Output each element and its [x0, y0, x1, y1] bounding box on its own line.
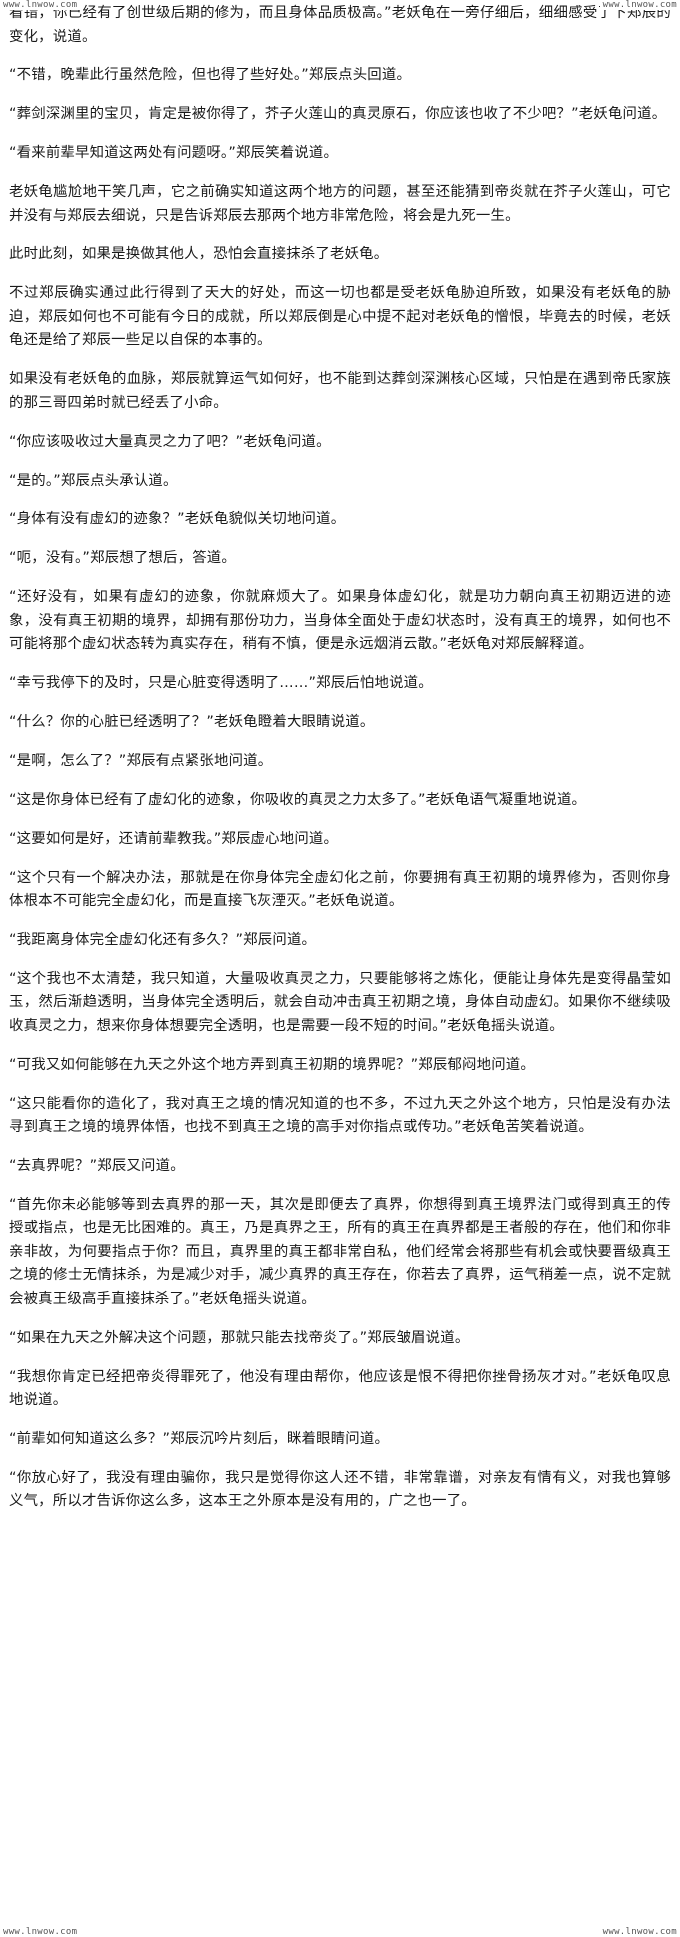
paragraph: 老妖龟尴尬地干笑几声，它之前确实知道这两个地方的问题，甚至还能猜到帝炎就在芥子火… — [9, 184, 671, 224]
paragraph: “身体有没有虚幻的迹象？”老妖龟貌似关切地问道。 — [9, 511, 346, 528]
document-body: 看错，你已经有了创世级后期的修为，而且身体品质极高。”老妖龟在一旁仔细后，细细感… — [9, 0, 671, 1529]
paragraph: “去真界呢？”郑辰又问道。 — [9, 1157, 185, 1174]
paragraph: 看错，你已经有了创世级后期的修为，而且身体品质极高。”老妖龟在一旁仔细后，细细感… — [9, 5, 671, 45]
paragraph: 如果没有老妖龟的血脉，郑辰就算运气如何好，也不能到达葬剑深渊核心区域，只怕是在遇… — [9, 371, 671, 411]
paragraph: “什么？你的心脏已经透明了？”老妖龟瞪着大眼睛说道。 — [9, 713, 375, 730]
paragraph: “看来前辈早知道这两处有问题呀。”郑辰笑着说道。 — [9, 145, 339, 162]
watermark-bottom-left: www.lnwow.com — [0, 1927, 81, 1937]
paragraph: “幸亏我停下的及时，只是心脏变得透明了……”郑辰后怕地说道。 — [9, 675, 433, 692]
paragraph: “首先你未必能够等到去真界的那一天，其次是即便去了真界，你想得到真王境界法门或得… — [9, 1196, 671, 1307]
watermark-bottom-right: www.lnwow.com — [599, 1927, 680, 1937]
paragraph: “这个我也不太清楚，我只知道，大量吸收真灵之力，只要能够将之炼化，便能让身体先是… — [9, 970, 671, 1034]
watermark-top-left: www.lnwow.com — [0, 0, 81, 10]
paragraph: “呃，没有。”郑辰想了想后，答道。 — [9, 550, 236, 567]
paragraph: “我想你肯定已经把帝炎得罪死了，他没有理由帮你，他应该是恨不得把你挫骨扬灰才对。… — [9, 1368, 671, 1409]
paragraph: “这个只有一个解决办法，那就是在你身体完全虚幻化之前，你要拥有真王初期的境界修为… — [9, 869, 671, 910]
paragraph: “是啊，怎么了？”郑辰有点紧张地问道。 — [9, 752, 273, 769]
paragraph: “这只能看你的造化了，我对真王之境的情况知道的也不多，不过九天之外这个地方，只怕… — [9, 1095, 671, 1136]
paragraph: “你应该吸收过大量真灵之力了吧？”老妖龟问道。 — [9, 433, 331, 450]
paragraph: “可我又如何能够在九天之外这个地方弄到真王初期的境界呢？”郑辰郁闷地问道。 — [9, 1056, 535, 1073]
paragraph: “这要如何是好，还请前辈教我。”郑辰虚心地问道。 — [9, 830, 339, 847]
paragraph: “前辈如何知道这么多？”郑辰沉吟片刻后，眯着眼睛问道。 — [9, 1431, 390, 1448]
paragraph: “我距离身体完全虚幻化还有多久？”郑辰问道。 — [9, 931, 317, 948]
paragraph: 此时此刻，如果是换做其他人，恐怕会直接抹杀了老妖龟。 — [9, 246, 389, 263]
paragraph: “这是你身体已经有了虚幻化的迹象，你吸收的真灵之力太多了。”老妖龟语气凝重地说道… — [9, 791, 587, 808]
watermark-top-right: www.lnwow.com — [599, 0, 680, 10]
paragraph: “不错，晚辈此行虽然危险，但也得了些好处。”郑辰点头回道。 — [9, 67, 412, 84]
paragraph: 不过郑辰确实通过此行得到了天大的好处，而这一切也都是受老妖龟胁迫所致，如果没有老… — [9, 285, 671, 349]
paragraph: “你放心好了，我没有理由骗你，我只是觉得你这人还不错，非常靠谱，对亲友有情有义，… — [9, 1469, 671, 1510]
paragraph: “葬剑深渊里的宝贝，肯定是被你得了，芥子火莲山的真灵原石，你应该也收了不少吧？”… — [9, 106, 667, 123]
paragraph: “是的。”郑辰点头承认道。 — [9, 472, 178, 489]
paragraph: “还好没有，如果有虚幻的迹象，你就麻烦大了。如果身体虚幻化，就是功力朝向真王初期… — [9, 589, 671, 653]
paragraph: “如果在九天之外解决这个问题，那就只能去找帝炎了。”郑辰皱眉说道。 — [9, 1329, 470, 1346]
